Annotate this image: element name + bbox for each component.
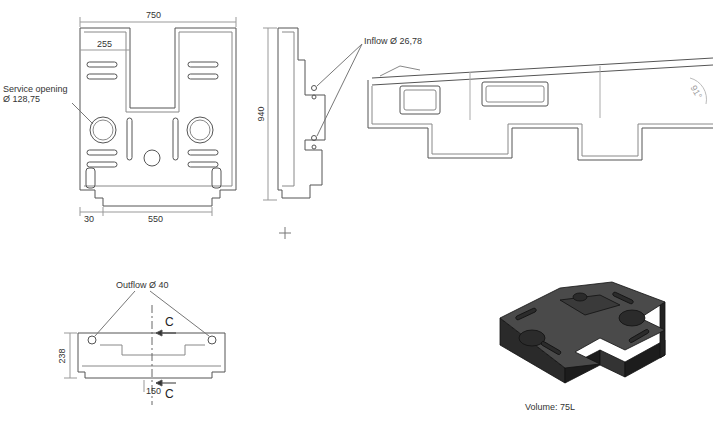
dimension: 750: [146, 10, 161, 20]
dimension: 255: [97, 39, 112, 49]
dimension: 550: [148, 214, 163, 224]
dimension: 150: [146, 386, 161, 396]
section-mark: C: [165, 388, 174, 402]
dimension: 238: [57, 347, 67, 364]
callout-label: Service opening Ø 128,75: [3, 84, 73, 105]
callout-label: Outflow Ø 40: [116, 280, 169, 290]
dimension: 30: [84, 214, 94, 224]
dimension: 940: [256, 105, 266, 122]
section-mark: C: [165, 316, 174, 330]
volume-note: Volume: 75L: [525, 402, 575, 412]
callout-label: Inflow Ø 26,78: [364, 36, 422, 46]
